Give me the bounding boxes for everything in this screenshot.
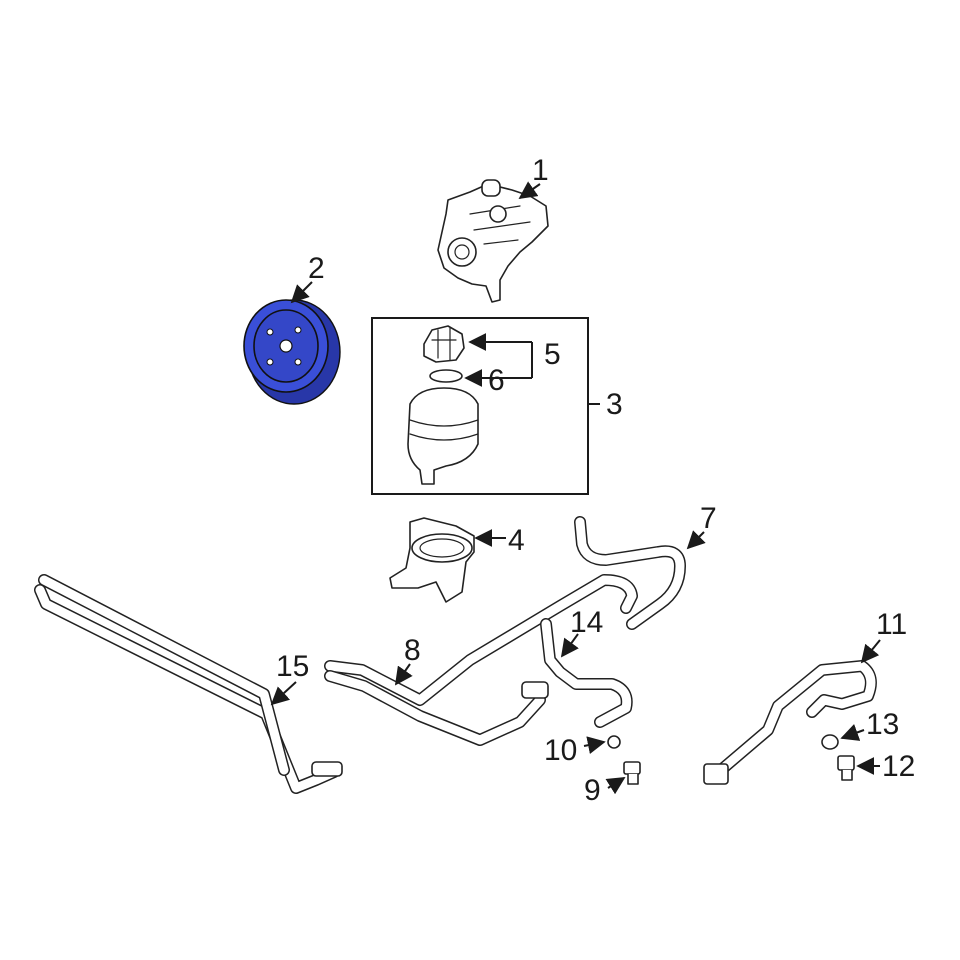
part-1-pump[interactable] — [437, 179, 549, 303]
part-12-bolt[interactable] — [837, 755, 855, 781]
part-10-washer[interactable] — [607, 735, 621, 749]
part-13-washer[interactable] — [821, 734, 839, 750]
callout-12: 12 — [882, 750, 915, 783]
callout-2: 2 — [308, 252, 325, 285]
callout-7: 7 — [700, 502, 717, 535]
part-6-seal[interactable] — [429, 369, 463, 383]
part-4-bracket[interactable] — [389, 517, 475, 603]
part-11-return-line[interactable] — [703, 660, 877, 785]
part-7-hose[interactable] — [574, 516, 686, 630]
part-15-cooler[interactable] — [34, 574, 343, 794]
callout-3: 3 — [606, 388, 623, 421]
callout-11: 11 — [876, 608, 907, 641]
callout-14: 14 — [570, 606, 603, 639]
part-3-reservoir-group-box — [371, 317, 589, 495]
part-14-hose[interactable] — [521, 618, 633, 728]
callout-13: 13 — [866, 708, 899, 741]
callout-10: 10 — [544, 734, 577, 767]
part-9-bolt[interactable] — [623, 761, 641, 785]
callout-4: 4 — [508, 524, 525, 557]
part-2-pulley[interactable] — [243, 299, 341, 405]
callout-15: 15 — [276, 650, 309, 683]
reservoir-body[interactable] — [407, 387, 479, 485]
callout-1: 1 — [532, 154, 549, 187]
callout-6: 6 — [488, 364, 505, 397]
callout-8: 8 — [404, 634, 421, 667]
callout-9: 9 — [584, 774, 601, 807]
part-5-cap[interactable] — [423, 325, 465, 363]
part-8-line[interactable] — [324, 574, 638, 746]
callout-5: 5 — [544, 338, 561, 371]
